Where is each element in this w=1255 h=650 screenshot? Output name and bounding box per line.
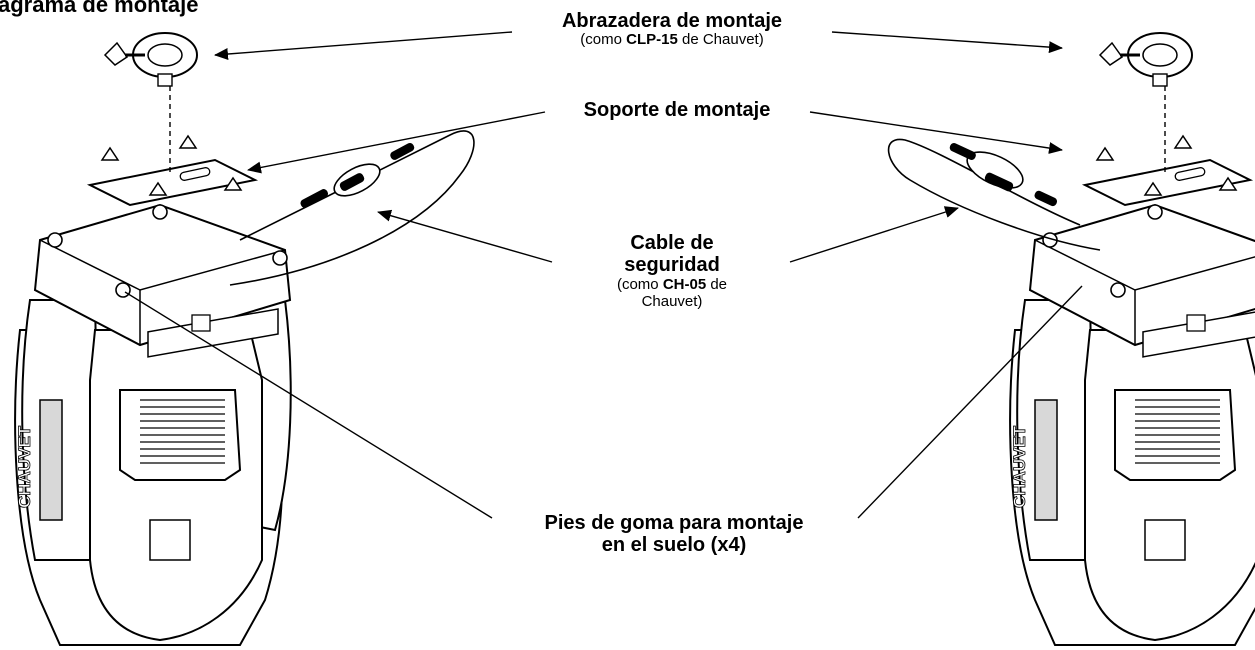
rubber-feet-label: Pies de goma para montaje en el suelo (x… [488, 512, 860, 557]
bracket-leader-left [247, 111, 546, 174]
safety-leader-right [789, 206, 959, 263]
page-title: agrama de montaje [0, 0, 199, 17]
feet-line2: en el suelo (x4) [601, 534, 747, 557]
feet-line1: Pies de goma para montaje [544, 512, 804, 534]
bracket-label: Soporte de montaje [583, 99, 771, 121]
clamp-leader-left [214, 31, 513, 60]
safety-title-line2: seguridad [624, 254, 720, 277]
clamp-note: (como CLP-15 de Chauvet) [580, 31, 764, 49]
safety-title-line1: Cable de [630, 232, 714, 254]
feet-leader-left [124, 291, 493, 519]
right-fixture: CHAUVET [1008, 31, 1255, 647]
safety-note: (como CH-05 de [616, 275, 728, 293]
brand-logo-left: CHAUVET [15, 425, 34, 508]
safety-leader-left [377, 209, 553, 263]
clamp-leader-right [831, 31, 1063, 54]
feet-leader-right [857, 285, 1083, 519]
safety-note-line2: Chauvet) [641, 292, 703, 310]
safety-cable-label: Cable de seguridad (como CH-05 de Chauve… [582, 232, 762, 310]
left-fixture: CHAUVET [13, 31, 293, 647]
safety-cable-left [229, 130, 475, 286]
brand-logo-right: CHAUVET [1010, 425, 1029, 508]
bracket-leader-right [809, 111, 1063, 154]
clamp-label: Abrazadera de montaje (como CLP-15 de Ch… [514, 10, 830, 49]
clamp-title: Abrazadera de montaje [561, 10, 783, 32]
safety-cable-right [887, 138, 1101, 251]
